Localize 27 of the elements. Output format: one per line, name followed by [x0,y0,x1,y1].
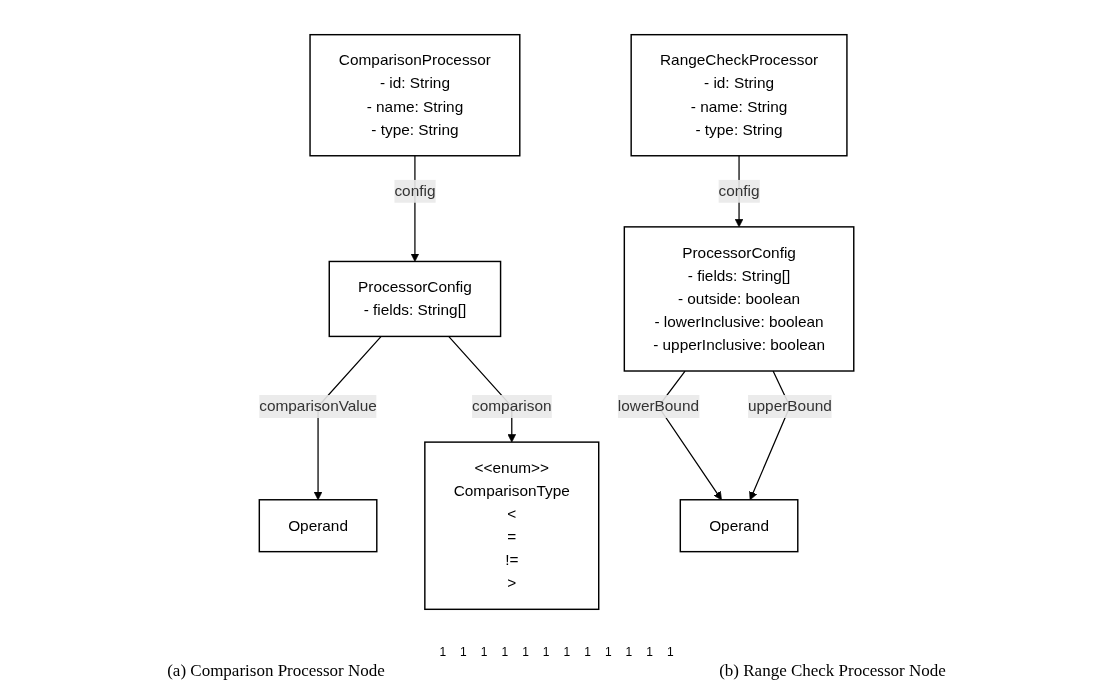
multiplicity-label: 1 [604,645,612,659]
multiplicity-label: 1 [522,645,529,659]
node-box: Operand [679,498,799,552]
multiplicity-label: 1 [563,645,571,659]
multiplicity-label: 1 [460,645,467,659]
node-box: ComparisonProcessor - id: String - name: String - type: String [309,33,521,156]
multiplicity-label: 1 [625,645,633,659]
multiplicity-label: 1 [480,645,488,659]
multiplicity-label: 1 [646,645,653,659]
multiplicity-label: 1 [501,645,509,659]
figure-caption: (b) Range Check Processor Node [719,661,946,681]
edge-label: upperBound [748,397,832,414]
node-box: ProcessorConfig - fields: String[] - outside: boolean - lowerInclusive: boolean - upperInclusive: boolean [623,225,855,372]
node-box: <<enum>> ComparisonType < = != > [424,440,600,610]
edge-label: lowerBound [617,397,700,414]
edge-label: comparison [472,397,552,414]
edge-label: config [718,182,760,199]
edge-label: comparisonValue [259,397,377,414]
node-box: Operand [258,498,378,552]
node-box: ProcessorConfig - fields: String[] [328,260,502,337]
multiplicity-label: 1 [666,645,674,659]
node-box: RangeCheckProcessor - id: String - name: String - type: String [630,33,848,156]
figure-caption: (a) Comparison Processor Node [167,661,385,681]
multiplicity-label: 1 [542,645,550,659]
multiplicity-label: 1 [584,645,591,659]
multiplicity-label: 1 [439,645,447,659]
edge-label: config [394,182,436,199]
